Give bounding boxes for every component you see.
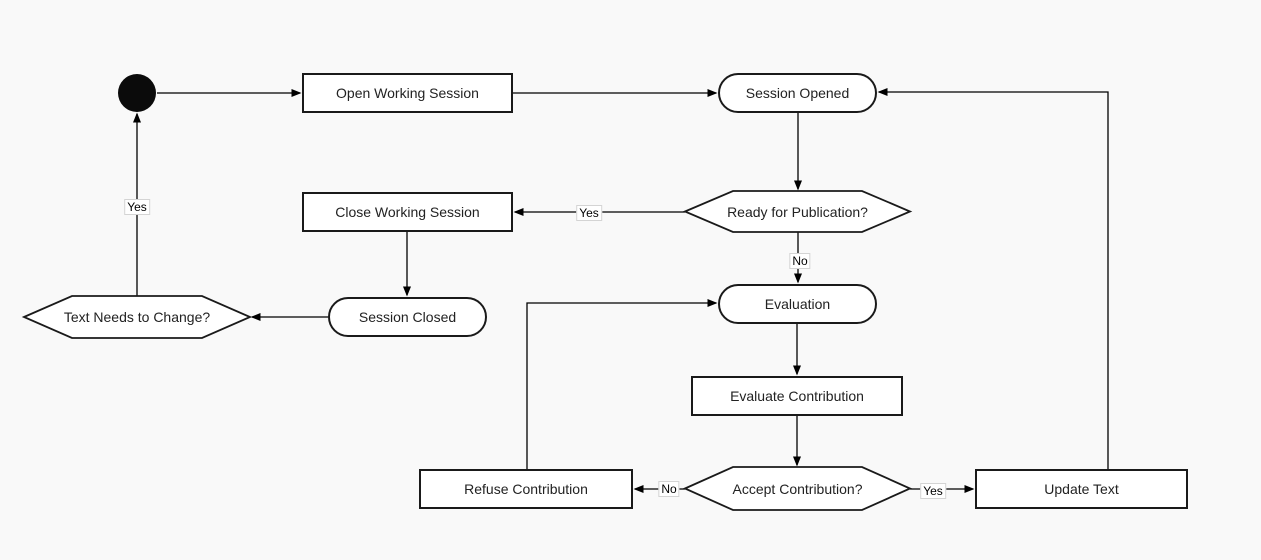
node-label: Close Working Session [335, 204, 480, 220]
node-label: Session Opened [745, 85, 850, 101]
node-accept-contribution[interactable]: Accept Contribution? [682, 466, 913, 511]
edge-label-accept-contribution-no[interactable]: No [658, 481, 680, 497]
node-ready-for-publication[interactable]: Ready for Publication? [682, 190, 913, 233]
edge-label-text-needs-to-change-yes[interactable]: Yes [124, 199, 150, 215]
node-text-needs-to-change[interactable]: Text Needs to Change? [21, 295, 253, 339]
node-label: Evaluation [764, 296, 831, 312]
node-evaluate-contribution[interactable]: Evaluate Contribution [691, 376, 903, 416]
node-label: Refuse Contribution [464, 481, 588, 497]
edge-label-ready-for-publication-no[interactable]: No [789, 253, 811, 269]
hexagon-shape [682, 466, 913, 511]
node-label: Accept Contribution? [732, 480, 863, 497]
node-label: Text Needs to Change? [63, 309, 211, 325]
node-label: Ready for Publication? [727, 203, 868, 220]
hexagon-shape [21, 295, 253, 339]
node-label: Evaluate Contribution [730, 388, 864, 404]
edge-refuse-contribution-to-evaluation [526, 299, 718, 469]
node-session-closed[interactable]: Session Closed [328, 297, 487, 337]
node-label: Update Text [1044, 481, 1119, 497]
node-refuse-contribution[interactable]: Refuse Contribution [419, 469, 633, 509]
node-session-opened[interactable]: Session Opened [718, 73, 877, 113]
edge-label-accept-contribution-yes[interactable]: Yes [920, 483, 946, 499]
node-update-text[interactable]: Update Text [975, 469, 1188, 509]
node-evaluation[interactable]: Evaluation [718, 284, 877, 324]
node-label: Session Closed [358, 309, 457, 325]
node-close-working-session[interactable]: Close Working Session [302, 192, 513, 232]
edge-update-text-to-session-opened [877, 88, 1109, 469]
edge-label-ready-for-publication-yes[interactable]: Yes [576, 205, 602, 221]
start-node[interactable] [118, 74, 156, 112]
node-open-working-session[interactable]: Open Working Session [302, 73, 513, 113]
hexagon-shape [682, 190, 913, 233]
node-label: Open Working Session [336, 85, 479, 101]
